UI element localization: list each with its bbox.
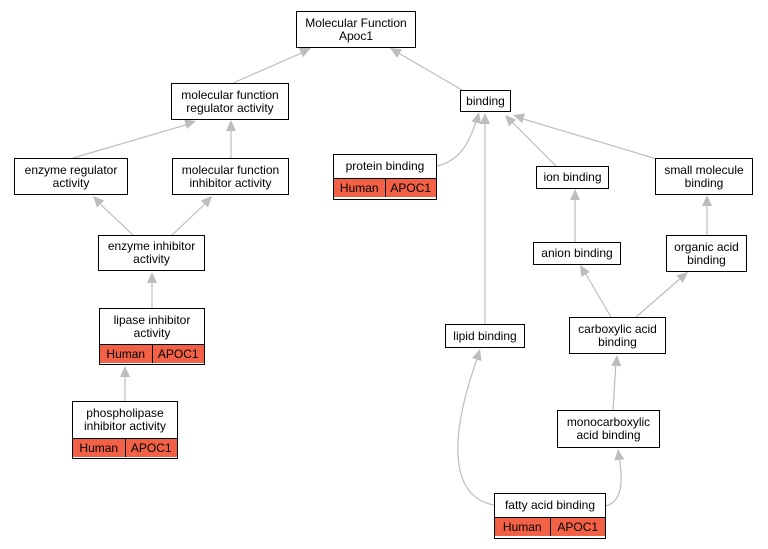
node-protein-binding[interactable]: protein binding Human APOC1	[333, 154, 437, 200]
edge-enzreg-to-mfr-arrowhead	[184, 119, 196, 129]
gene-cell: APOC1	[384, 179, 436, 197]
edge-lipid-to-binding-arrowhead	[480, 113, 490, 124]
gene-annotation: Human APOC1	[100, 344, 204, 363]
edge-fatty-to-lipid-arrowhead	[472, 349, 482, 361]
node-ion-binding[interactable]: ion binding	[536, 166, 609, 189]
node-label: carboxylic acid binding	[578, 321, 657, 349]
edge-smallmol-to-binding	[519, 117, 661, 161]
node-label: organic acid binding	[674, 239, 739, 267]
node-label: molecular function inhibitor activity	[181, 162, 280, 190]
node-label: anion binding	[541, 246, 613, 260]
edge-enzinh-to-mfinh-arrowhead	[200, 196, 212, 208]
node-label: small molecule binding	[664, 162, 744, 190]
edge-smallmol-to-binding-arrowhead	[513, 113, 525, 123]
edge-binding-to-root-arrowhead	[390, 48, 403, 58]
node-label: ion binding	[543, 170, 602, 184]
node-small-molecule-binding[interactable]: small molecule binding	[655, 158, 753, 195]
node-label: lipid binding	[453, 328, 517, 343]
gene-annotation: Human APOC1	[334, 178, 436, 197]
edge-protein-to-binding	[436, 118, 478, 167]
edge-ion-to-binding-arrowhead	[505, 115, 517, 127]
node-molecular-function-regulator-activity[interactable]: molecular function regulator activity	[171, 83, 289, 120]
edge-enzreg-to-mfr	[72, 123, 190, 159]
edge-mfr-to-root	[232, 50, 307, 84]
edge-carbox-to-organic	[635, 276, 683, 318]
node-label: enzyme regulator activity	[24, 162, 118, 190]
edge-fatty-to-monocarb-arrowhead	[614, 449, 625, 461]
edge-binding-to-root	[394, 50, 463, 91]
species-cell: Human	[495, 518, 550, 536]
gene-cell: APOC1	[124, 439, 177, 457]
node-label: Molecular Function Apoc1	[305, 15, 407, 43]
edge-mfinh-to-mfr-arrowhead	[226, 120, 236, 131]
node-label: fatty acid binding	[504, 498, 596, 512]
node-anion-binding[interactable]: anion binding	[533, 242, 621, 265]
edge-enzinh-to-enzreg	[97, 201, 134, 236]
node-carboxylic-acid-binding[interactable]: carboxylic acid binding	[569, 317, 666, 354]
species-cell: Human	[100, 345, 152, 363]
edge-fatty-to-lipid	[457, 355, 501, 507]
node-label: binding	[466, 93, 505, 108]
node-enzyme-inhibitor-activity[interactable]: enzyme inhibitor activity	[98, 235, 205, 271]
node-fatty-acid-binding[interactable]: fatty acid binding Human APOC1	[494, 493, 606, 539]
node-label: monocarboxylic acid binding	[566, 415, 651, 442]
edge-anion-to-ion-arrowhead	[570, 189, 580, 200]
edge-carbox-to-anion	[583, 270, 612, 318]
edge-fatty-to-monocarb	[605, 455, 622, 507]
edge-mfr-to-root-arrowhead	[298, 47, 311, 58]
node-molecular-function-inhibitor-activity[interactable]: molecular function inhibitor activity	[172, 158, 289, 195]
node-label: lipase inhibitor activity	[113, 312, 191, 340]
node-label: enzyme inhibitor activity	[107, 239, 196, 266]
edge-carbox-to-organic-arrowhead	[676, 272, 688, 283]
edge-lipinh-to-enzinh-arrowhead	[147, 272, 157, 283]
gene-cell: APOC1	[151, 345, 204, 363]
node-lipid-binding[interactable]: lipid binding	[445, 324, 525, 348]
node-label: molecular function regulator activity	[181, 87, 279, 115]
edge-phospho-to-lipinh-arrowhead	[120, 366, 130, 377]
gene-annotation: Human APOC1	[495, 517, 605, 536]
node-label: phospholipase inhibitor activity	[83, 406, 167, 433]
edge-enzinh-to-mfinh	[171, 201, 208, 236]
gene-cell: APOC1	[549, 518, 605, 536]
edge-protein-to-binding-arrowhead	[471, 112, 482, 124]
node-lipase-inhibitor-activity[interactable]: lipase inhibitor activity Human APOC1	[99, 308, 205, 365]
gene-annotation: Human APOC1	[73, 438, 177, 457]
node-binding[interactable]: binding	[460, 90, 511, 112]
species-cell: Human	[73, 439, 125, 457]
edge-monocarb-to-carbox-arrowhead	[611, 355, 622, 367]
edge-enzinh-to-enzreg-arrowhead	[93, 196, 105, 208]
node-molecular-function[interactable]: Molecular Function Apoc1	[296, 11, 416, 48]
species-cell: Human	[334, 179, 385, 197]
edge-carbox-to-anion-arrowhead	[580, 265, 590, 278]
node-phospholipase-inhibitor-activity[interactable]: phospholipase inhibitor activity Human A…	[72, 401, 178, 459]
edge-monocarb-to-carbox	[612, 361, 617, 411]
edge-ion-to-binding	[509, 119, 557, 167]
node-monocarboxylic-acid-binding[interactable]: monocarboxylic acid binding	[557, 410, 660, 448]
node-organic-acid-binding[interactable]: organic acid binding	[666, 235, 747, 272]
edge-organic-to-smallmol-arrowhead	[702, 195, 712, 206]
node-label: protein binding	[345, 159, 425, 173]
node-enzyme-regulator-activity[interactable]: enzyme regulator activity	[14, 158, 128, 195]
